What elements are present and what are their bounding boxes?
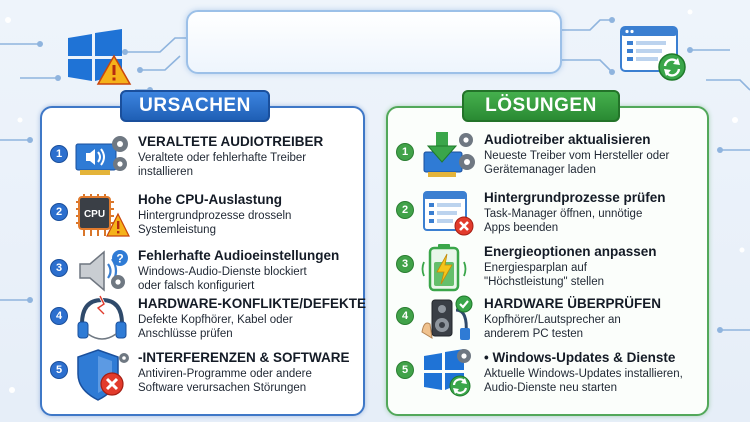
browser-refresh-icon [620,26,686,81]
item-heading: VERALTETE AUDIOTREIBER [138,134,324,149]
audio-card-icon [75,136,128,175]
item-heading: Hohe CPU-Auslastung [138,192,283,207]
item-description: Energiesparplan auf"Höchstleistung" stel… [484,262,605,288]
broken-headphones-icon [77,295,127,340]
item-heading: Audiotreiber aktualisieren [484,132,651,147]
step-number: 4 [50,307,68,325]
solution-item: 2 Hintergrundprozesse prüfen Task-Manage… [388,188,707,244]
hardware-check-icon [421,295,473,340]
cause-item: 4 HARDWARE-KONFLIKTE/DEFEKTE Defekte Kop… [42,294,366,350]
causes-banner: URSACHEN [120,90,270,122]
item-heading: HARDWARE-KONFLIKTE/DEFEKTE [138,296,366,311]
task-manager-icon [423,191,474,236]
cause-item: 5 -INTERFERENZEN & SOFTWARE Antiviren-Pr… [42,348,363,404]
item-heading: Energieoptionen anpassen [484,244,657,259]
windows-warning-icon [68,29,132,85]
step-number: 4 [396,307,414,325]
step-number: 3 [50,259,68,277]
cause-item: 3 ? Fehlerhafte Audioeinstellungen Windo… [42,246,363,302]
item-heading: Fehlerhafte Audioeinstellungen [138,248,340,263]
item-description: Aktuelle Windows-Updates installieren,Au… [484,368,683,394]
solution-item: 5 • Windows-Updates & Dienste Aktuelle W… [388,348,707,404]
cause-item: 1 VERALTETE AUDIOTREIBER Veraltete oder … [42,132,363,188]
cpu-warning-icon: CPU [76,194,130,237]
driver-download-icon [423,132,475,177]
causes-panel: 1 VERALTETE AUDIOTREIBER Veraltete oder … [40,106,366,416]
solution-item: 1 Audiotreiber aktualisieren Neueste Tre… [388,130,707,186]
battery-bolt-icon [421,244,467,292]
step-number: 2 [50,203,68,221]
step-number: 3 [396,255,414,273]
item-heading: • Windows-Updates & Dienste [484,350,676,365]
cause-item: 2 CPU Hohe CPU-Auslastung Hintergrundpro… [42,190,363,246]
item-heading: -INTERFERENZEN & SOFTWARE [138,350,350,365]
step-number: 5 [50,361,68,379]
item-heading: HARDWARE ÜBERPRÜFEN [484,296,662,311]
item-heading: Hintergrundprozesse prüfen [484,190,666,205]
shield-error-icon [77,349,129,401]
step-number: 2 [396,201,414,219]
title-box [186,10,562,74]
solutions-banner: LÖSUNGEN [462,90,620,122]
windows-update-icon [424,349,471,397]
solution-item: 3 Energieoptionen anpassen Energiesparpl… [388,242,707,298]
step-number: 5 [396,361,414,379]
step-number: 1 [396,143,414,161]
speaker-question-icon: ? [79,250,128,292]
svg-text:?: ? [116,252,123,266]
solution-item: 4 HARDWARE ÜBERPRÜFEN Kopfhörer/Lautspre… [388,294,707,350]
solutions-panel: 1 Audiotreiber aktualisieren Neueste Tre… [386,106,709,416]
svg-text:CPU: CPU [84,209,105,220]
step-number: 1 [50,145,68,163]
